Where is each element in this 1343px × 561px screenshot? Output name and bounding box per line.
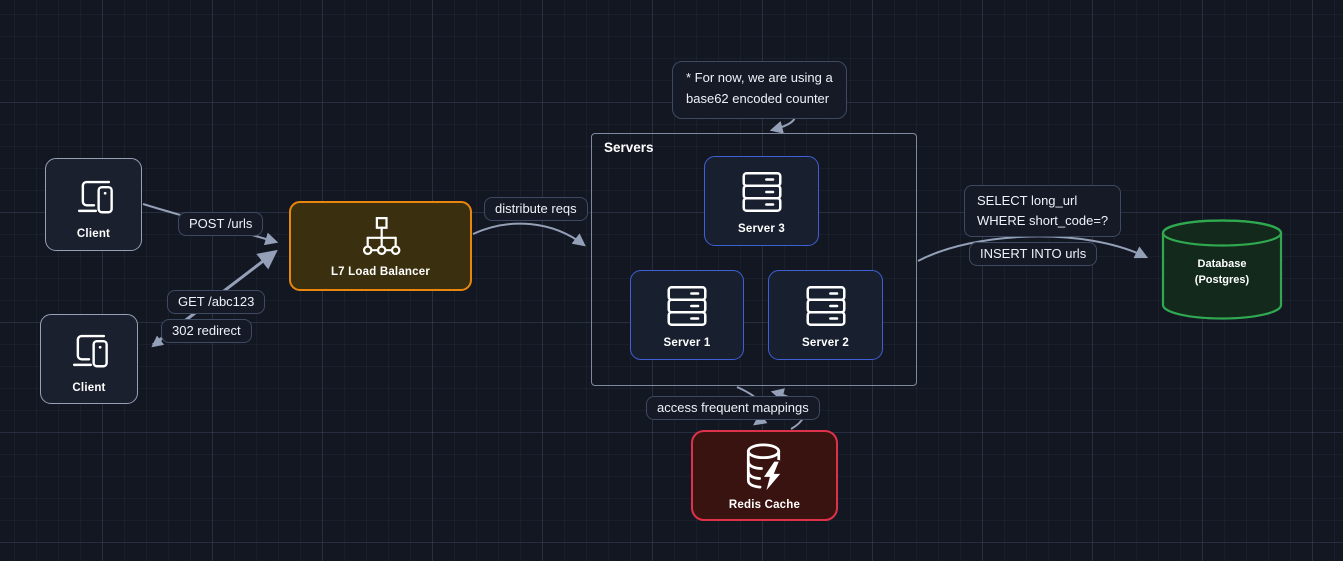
load-balancer-label: L7 Load Balancer: [330, 266, 431, 278]
node-database[interactable]: Database (Postgres): [1161, 219, 1283, 320]
node-server2[interactable]: Server 2: [768, 270, 883, 360]
node-redis-cache[interactable]: Redis Cache: [691, 430, 838, 521]
node-load-balancer[interactable]: L7 Load Balancer: [289, 201, 472, 291]
client2-label: Client: [72, 382, 106, 394]
client1-label: Client: [76, 227, 111, 240]
node-client2[interactable]: Client: [40, 314, 138, 404]
node-client1[interactable]: Client: [45, 158, 142, 251]
servers-group[interactable]: Servers: [591, 133, 917, 386]
database-lightning-icon: [737, 440, 792, 495]
servers-group-label: Servers: [604, 140, 654, 155]
edge-label-select-query[interactable]: SELECT long_url WHERE short_code=?: [964, 185, 1122, 237]
node-server1[interactable]: Server 1: [630, 270, 744, 360]
edge-label-302-redirect[interactable]: 302 redirect: [161, 319, 252, 343]
edge-label-access-mappings[interactable]: access frequent mappings: [646, 396, 820, 420]
devices-icon: [62, 324, 116, 376]
server-rack-icon: [801, 281, 851, 331]
server-rack-icon: [662, 281, 712, 331]
server-rack-icon: [737, 167, 787, 217]
redis-cache-label: Redis Cache: [728, 499, 801, 511]
database-cylinder: [1161, 219, 1283, 320]
server3-label: Server 3: [738, 223, 785, 235]
edge-label-distribute-reqs[interactable]: distribute reqs: [484, 197, 588, 221]
network-tree-icon: [358, 214, 404, 258]
server1-label: Server 1: [663, 337, 711, 349]
node-server3[interactable]: Server 3: [704, 156, 819, 246]
devices-icon: [67, 170, 121, 222]
arrow-lb-to-servers[interactable]: [472, 222, 586, 247]
database-label: Database (Postgres): [1194, 258, 1250, 286]
note-base62-counter[interactable]: * For now, we are using a base62 encoded…: [672, 61, 847, 119]
edge-label-get-abc123[interactable]: GET /abc123: [167, 290, 266, 314]
server2-label: Server 2: [802, 337, 849, 349]
edge-label-insert-urls[interactable]: INSERT INTO urls: [969, 242, 1098, 266]
edge-label-post-urls[interactable]: POST /urls: [178, 212, 264, 236]
